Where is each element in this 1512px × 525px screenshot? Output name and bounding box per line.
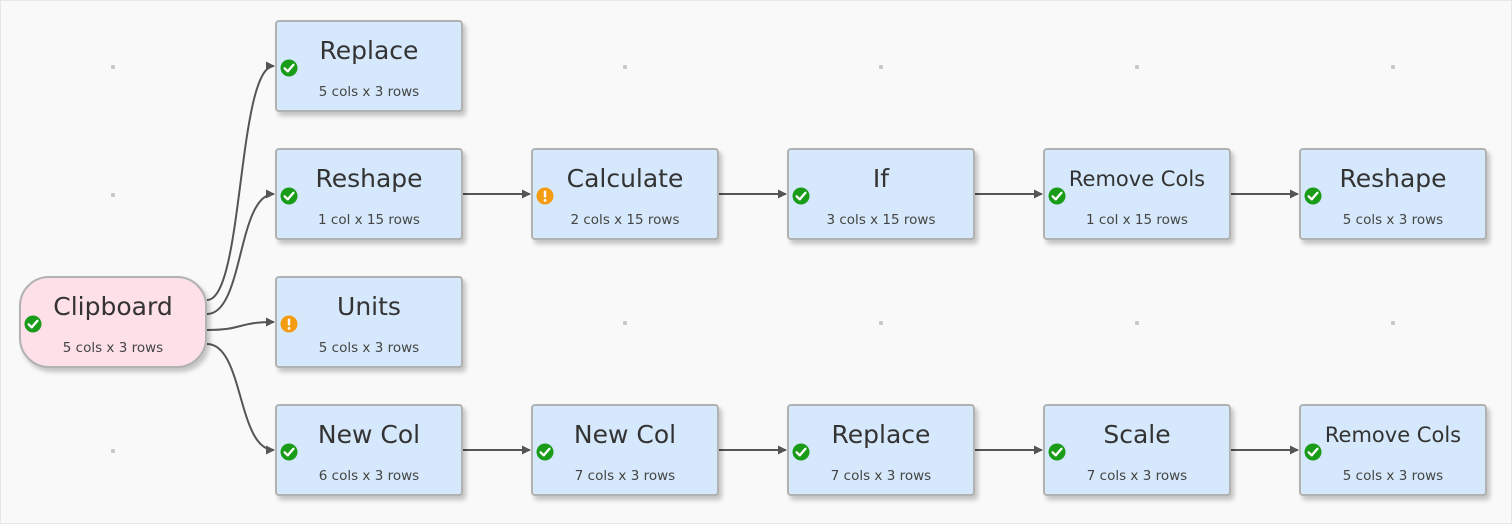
warning-status-icon <box>280 315 298 333</box>
node-title: Units <box>337 292 401 321</box>
edge-clipboard-to-replace1 <box>206 61 275 301</box>
node-new-col[interactable]: New Col 6 cols x 3 rows <box>275 404 463 496</box>
node-reshape[interactable]: Reshape 1 col x 15 rows <box>275 148 463 240</box>
node-title: Reshape <box>315 164 423 193</box>
node-title: Remove Cols <box>1324 423 1462 447</box>
node-title: Replace <box>831 420 931 449</box>
node-remove-cols[interactable]: Remove Cols 5 cols x 3 rows <box>1299 404 1487 496</box>
node-new-col[interactable]: New Col 7 cols x 3 rows <box>531 404 719 496</box>
grid-dot <box>1391 321 1395 325</box>
node-dimensions: 5 cols x 3 rows <box>1342 212 1444 228</box>
node-dimensions: 5 cols x 3 rows <box>318 84 420 100</box>
node-clipboard[interactable]: Clipboard 5 cols x 3 rows <box>19 276 207 368</box>
grid-dot <box>111 449 115 453</box>
node-title: New Col <box>573 420 677 449</box>
node-title: Remove Cols <box>1068 167 1206 191</box>
ok-status-icon <box>1048 187 1066 205</box>
edge-clipboard-to-reshape1 <box>206 189 275 315</box>
grid-dot <box>879 65 883 69</box>
warning-status-icon <box>536 187 554 205</box>
node-replace[interactable]: Replace 7 cols x 3 rows <box>787 404 975 496</box>
node-if[interactable]: If 3 cols x 15 rows <box>787 148 975 240</box>
node-units[interactable]: Units 5 cols x 3 rows <box>275 276 463 368</box>
grid-dot <box>1135 65 1139 69</box>
grid-dot <box>111 193 115 197</box>
node-title: Scale <box>1103 420 1171 449</box>
node-dimensions: 7 cols x 3 rows <box>830 468 932 484</box>
node-dimensions: 2 cols x 15 rows <box>570 212 680 228</box>
ok-status-icon <box>280 187 298 205</box>
node-dimensions: 1 col x 15 rows <box>318 212 420 228</box>
edge-clipboard-to-units <box>206 317 275 331</box>
ok-status-icon <box>1304 187 1322 205</box>
node-scale[interactable]: Scale 7 cols x 3 rows <box>1043 404 1231 496</box>
node-dimensions: 5 cols x 3 rows <box>318 340 420 356</box>
node-title: Reshape <box>1339 164 1447 193</box>
node-remove-cols[interactable]: Remove Cols 1 col x 15 rows <box>1043 148 1231 240</box>
edge-clipboard-to-newcol1 <box>206 343 275 455</box>
grid-dot <box>623 321 627 325</box>
ok-status-icon <box>792 187 810 205</box>
node-reshape[interactable]: Reshape 5 cols x 3 rows <box>1299 148 1487 240</box>
node-dimensions: 7 cols x 3 rows <box>1086 468 1188 484</box>
node-dimensions: 7 cols x 3 rows <box>574 468 676 484</box>
node-dimensions: 6 cols x 3 rows <box>318 468 420 484</box>
ok-status-icon <box>792 443 810 461</box>
node-dimensions: 5 cols x 3 rows <box>1342 468 1444 484</box>
node-dimensions: 1 col x 15 rows <box>1086 212 1188 228</box>
grid-dot <box>623 65 627 69</box>
node-replace[interactable]: Replace 5 cols x 3 rows <box>275 20 463 112</box>
grid-dot <box>879 321 883 325</box>
ok-status-icon <box>536 443 554 461</box>
ok-status-icon <box>1304 443 1322 461</box>
ok-status-icon <box>280 59 298 77</box>
grid-dot <box>1391 65 1395 69</box>
node-title: Replace <box>319 36 419 65</box>
node-title: New Col <box>317 420 421 449</box>
node-dimensions: 3 cols x 15 rows <box>826 212 936 228</box>
node-title: If <box>872 164 890 193</box>
node-dimensions: 5 cols x 3 rows <box>62 340 164 356</box>
node-title: Calculate <box>566 164 684 193</box>
ok-status-icon <box>24 315 42 333</box>
ok-status-icon <box>1048 443 1066 461</box>
node-calculate[interactable]: Calculate 2 cols x 15 rows <box>531 148 719 240</box>
node-title: Clipboard <box>53 292 173 321</box>
ok-status-icon <box>280 443 298 461</box>
grid-dot <box>111 65 115 69</box>
grid-dot <box>1135 321 1139 325</box>
